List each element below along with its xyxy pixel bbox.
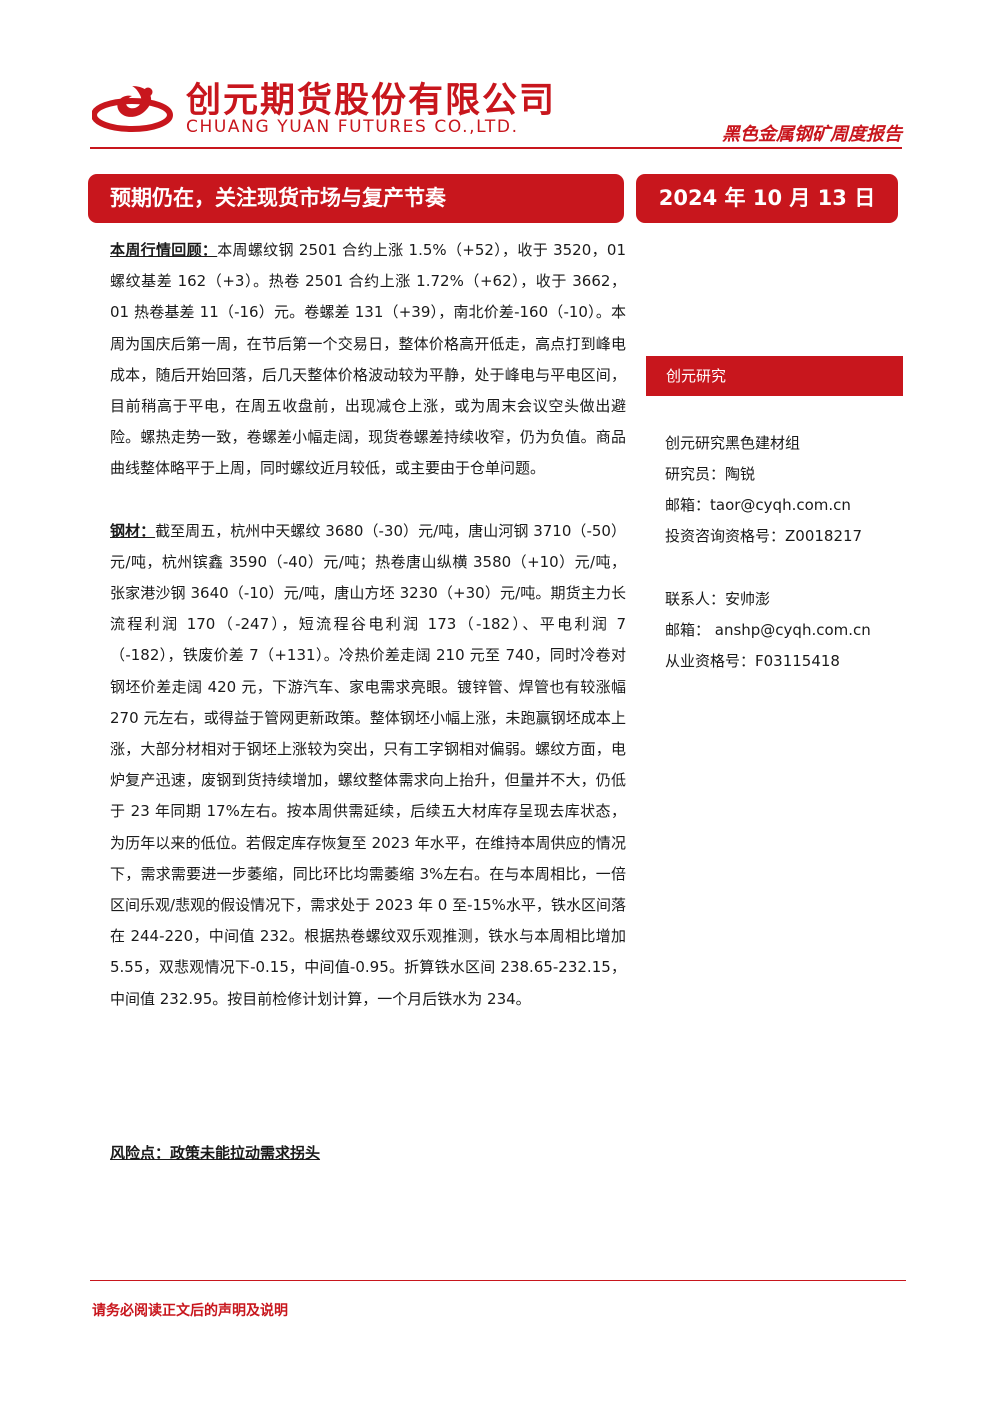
main-content: 本周行情回顾：本周螺纹钢 2501 合约上涨 1.5%（+52），收于 3520… <box>110 235 626 1015</box>
contact-email: 邮箱： anshp@cyqh.com.cn <box>665 621 871 639</box>
steel-lead: 钢材： <box>110 521 156 540</box>
review-lead: 本周行情回顾： <box>110 241 218 259</box>
team-name: 创元研究黑色建材组 <box>665 434 801 452</box>
review-paragraph: 本周行情回顾：本周螺纹钢 2501 合约上涨 1.5%（+52），收于 3520… <box>110 235 626 485</box>
risk-note: 风险点：政策未能拉动需求拐头 <box>110 1144 321 1162</box>
footer-disclaimer: 请务必阅读正文后的声明及说明 <box>92 1303 288 1319</box>
analyst-name: 研究员：陶锐 <box>665 465 756 483</box>
report-type: 黑色金属钢矿周度报告 <box>722 124 902 145</box>
analyst-license: 投资咨询资格号：Z0018217 <box>665 527 863 545</box>
contact-name: 联系人：安帅澎 <box>665 590 771 608</box>
contact-license: 从业资格号：F03115418 <box>665 652 840 670</box>
steel-paragraph: 钢材：截至周五，杭州中天螺纹 3680（-30）元/吨，唐山河钢 3710（-5… <box>110 516 626 1015</box>
header-divider <box>90 147 902 149</box>
company-logo-icon <box>92 86 173 132</box>
company-name-en: CHUANG YUAN FUTURES CO.,LTD. <box>186 117 519 137</box>
sidebar-heading: 创元研究 <box>646 356 903 396</box>
contact-info: 联系人：安帅澎 邮箱： anshp@cyqh.com.cn 从业资格号：F031… <box>665 584 905 677</box>
report-date: 2024 年 10 月 13 日 <box>636 174 898 223</box>
analyst-info: 创元研究黑色建材组 研究员：陶锐 邮箱：taor@cyqh.com.cn 投资咨… <box>665 428 905 552</box>
footer-divider <box>90 1280 906 1281</box>
review-text: 本周螺纹钢 2501 合约上涨 1.5%（+52），收于 3520，01 螺纹基… <box>110 241 626 478</box>
report-title: 预期仍在，关注现货市场与复产节奏 <box>88 174 624 223</box>
company-name-cn: 创元期货股份有限公司 <box>186 81 557 121</box>
steel-text: 截至周五，杭州中天螺纹 3680（-30）元/吨，唐山河钢 3710（-50）元… <box>110 521 626 1008</box>
analyst-email: 邮箱：taor@cyqh.com.cn <box>665 496 851 514</box>
